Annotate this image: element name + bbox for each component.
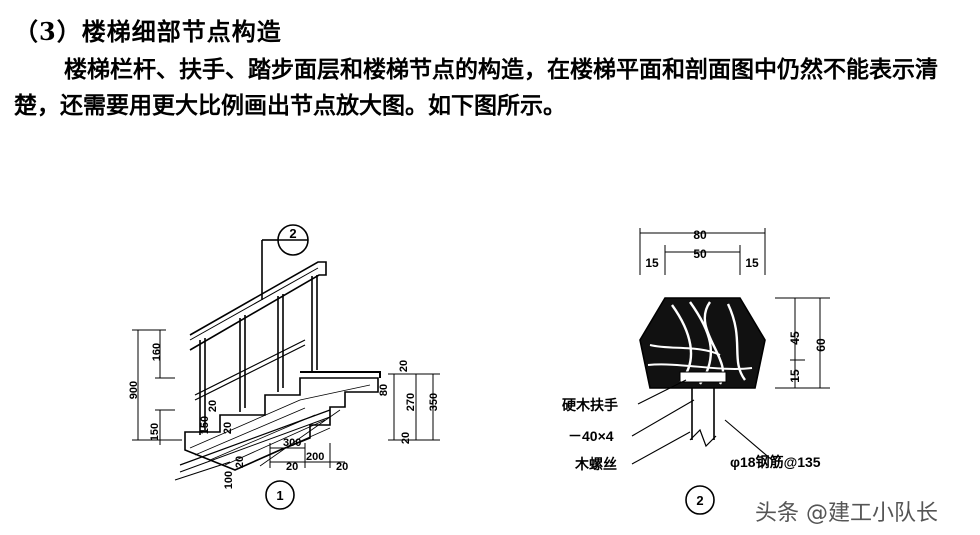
dim-80: 80 xyxy=(378,384,390,396)
detail-1-dims: 160 900 150 20 150 20 20 100 300 20 200 … xyxy=(128,343,440,489)
dim-w15b: 15 xyxy=(745,256,759,270)
label-screw: 木螺丝 xyxy=(574,456,617,472)
dim-20e: 20 xyxy=(336,461,348,473)
dim-20g: 20 xyxy=(400,432,412,444)
section-heading: （3）楼梯细部节点构造 xyxy=(14,17,282,46)
detail-2-labels: 硬木扶手 －40×4 木螺丝 φ18钢筋@135 xyxy=(562,397,821,472)
dim-h15: 15 xyxy=(788,369,802,383)
dim-w80: 80 xyxy=(693,228,707,242)
dim-150: 150 xyxy=(149,423,161,441)
dim-20d: 20 xyxy=(286,461,298,473)
stair-railing-detail xyxy=(132,224,440,510)
dim-20: 20 xyxy=(207,400,219,412)
detail-2-circle xyxy=(685,485,715,515)
dim-h45: 45 xyxy=(788,331,802,345)
flat-bar xyxy=(679,371,727,383)
body-paragraph: 楼梯栏杆、扶手、踏步面层和楼梯节点的构造，在楼梯平面和剖面图中仍然不能表示清楚，… xyxy=(14,56,938,119)
watermark-text: 头条 @建工小队长 xyxy=(755,501,938,526)
dim-w15a: 15 xyxy=(645,256,659,270)
label-flat-bar: －40×4 xyxy=(568,428,614,444)
dim-300: 300 xyxy=(283,437,301,449)
handrail-section-detail xyxy=(631,228,830,515)
dim-100: 100 xyxy=(223,471,235,489)
dim-150b: 150 xyxy=(199,416,211,434)
dim-200: 200 xyxy=(306,451,324,463)
handrail xyxy=(189,261,327,351)
dim-h60: 60 xyxy=(814,338,828,352)
dim-w50: 50 xyxy=(693,247,707,261)
dim-900: 900 xyxy=(128,381,140,399)
dim-20f: 20 xyxy=(398,360,410,372)
detail-1-circle xyxy=(265,480,295,510)
label-handrail: 硬木扶手 xyxy=(562,397,618,413)
detail-1-number: 1 xyxy=(276,488,283,503)
detail-2-dims: 80 50 15 15 45 15 60 xyxy=(645,228,828,383)
dim-350: 350 xyxy=(428,393,440,411)
dim-20b: 20 xyxy=(222,422,234,434)
dim-270: 270 xyxy=(405,393,417,411)
callout-number: 2 xyxy=(289,226,296,241)
label-bar: φ18钢筋@135 xyxy=(730,454,821,470)
dim-20c: 20 xyxy=(234,456,246,468)
detail-2-number: 2 xyxy=(696,493,703,508)
dim-160: 160 xyxy=(151,343,163,361)
stair-steps xyxy=(184,377,379,471)
